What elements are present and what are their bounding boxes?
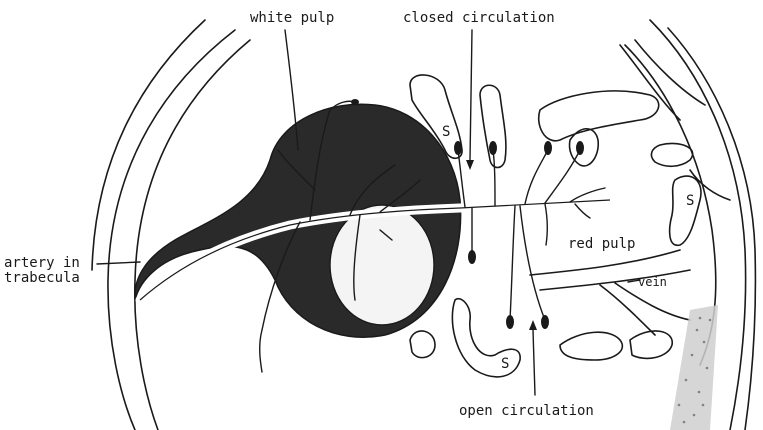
arrowhead-closed bbox=[466, 160, 474, 170]
label-white-pulp: white pulp bbox=[250, 11, 334, 25]
label-sinus-3: S bbox=[501, 357, 509, 371]
ellipsoid-1 bbox=[454, 141, 462, 155]
sinus-right-s bbox=[670, 176, 701, 245]
label-sinus-2: S bbox=[686, 194, 694, 208]
label-closed-circulation: closed circulation bbox=[403, 11, 555, 25]
vein-upper bbox=[530, 250, 680, 275]
vein-lower bbox=[540, 270, 690, 290]
penicillar-up-4 bbox=[545, 150, 580, 203]
trabecula-speckle bbox=[670, 305, 718, 430]
ellipsoid-7 bbox=[541, 315, 549, 329]
ellipsoid-6 bbox=[506, 315, 514, 329]
sinus-bottom-left bbox=[410, 331, 435, 358]
sinus-right-mid bbox=[651, 143, 692, 166]
ellipsoid-4 bbox=[576, 141, 584, 155]
ellipsoid-3 bbox=[544, 141, 552, 155]
ellipsoid-2 bbox=[489, 141, 497, 155]
penicillar-up-3 bbox=[525, 150, 548, 204]
label-sinus-1: S bbox=[442, 125, 450, 139]
vein-mid-branch bbox=[690, 170, 730, 200]
penicillar-down-3 bbox=[520, 206, 545, 320]
leader-artery bbox=[97, 262, 140, 264]
leader-open-circulation bbox=[533, 330, 535, 395]
label-vein: vein bbox=[638, 276, 667, 288]
penicillar-down-5 bbox=[575, 204, 590, 218]
germinal-center bbox=[330, 205, 434, 325]
sinus-lower-right-2 bbox=[630, 331, 672, 358]
sinus-top-right bbox=[539, 91, 659, 141]
penicillar-up-2 bbox=[493, 150, 495, 206]
penicillar-down-4 bbox=[545, 204, 547, 245]
label-red-pulp: red pulp bbox=[568, 237, 635, 251]
penicillar-down-2 bbox=[510, 206, 515, 320]
sinus-bottom-right bbox=[560, 332, 622, 360]
ellipsoid-8 bbox=[351, 99, 359, 105]
ellipsoid-5 bbox=[468, 250, 476, 264]
arrowhead-open bbox=[529, 320, 537, 330]
label-open-circulation: open circulation bbox=[459, 404, 594, 418]
vein-top-branch-2 bbox=[635, 40, 705, 105]
label-artery-in-trabecula: artery in trabecula bbox=[4, 256, 80, 286]
arteriole-7 bbox=[260, 330, 262, 372]
vein-branch-1 bbox=[600, 285, 655, 335]
leader-closed-circulation bbox=[470, 30, 472, 160]
